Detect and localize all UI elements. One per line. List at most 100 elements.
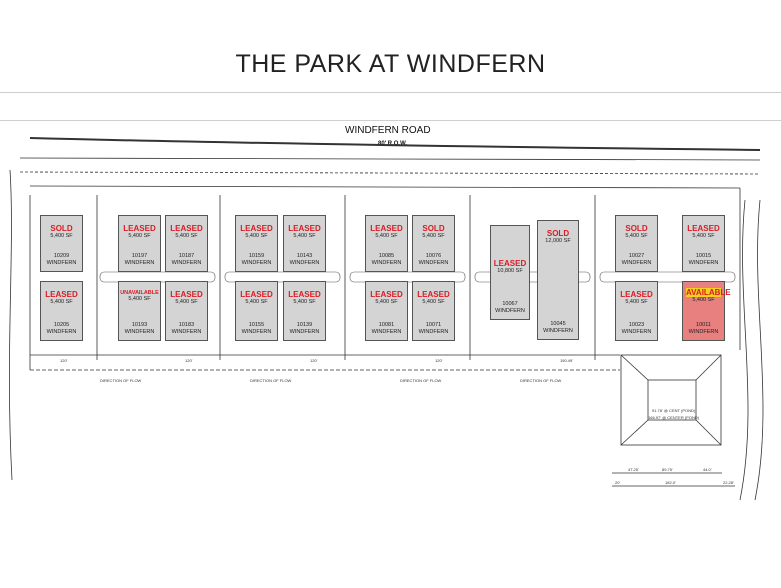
building-size: 5,400 SF: [293, 299, 316, 305]
dim-label: 120': [310, 358, 318, 363]
page-title: THE PARK AT WINDFERN: [235, 50, 546, 78]
building-size: 5,400 SF: [50, 233, 73, 239]
building-status: LEASED: [370, 290, 403, 299]
building-status: LEASED: [45, 290, 78, 299]
dim-label: 20': [615, 480, 621, 485]
building-status: AVAILABLE: [686, 288, 731, 297]
building-status: LEASED: [687, 224, 720, 233]
building-status: LEASED: [620, 290, 653, 299]
dim-label: 120': [185, 358, 193, 363]
building-status: LEASED: [170, 224, 203, 233]
building-status: LEASED: [370, 224, 403, 233]
dim-label: 120': [60, 358, 68, 363]
building-size: 5,400 SF: [293, 233, 316, 239]
flow-label: DIRECTION OF FLOW: [520, 378, 562, 383]
building-size: 5,400 SF: [375, 299, 398, 305]
divider: [0, 92, 781, 93]
building-status: SOLD: [422, 224, 445, 233]
building-status: LEASED: [288, 290, 321, 299]
building-size: 5,400 SF: [625, 299, 648, 305]
building-size: 5,400 SF: [245, 299, 268, 305]
flow-label: DIRECTION OF FLOW: [100, 378, 142, 383]
building-status: SOLD: [625, 224, 648, 233]
pond-label: 91.78' @ CENT (POND): [652, 408, 696, 413]
building-size: 5,400 SF: [422, 299, 445, 305]
dim-label: 120': [435, 358, 443, 363]
building-size: 5,400 SF: [245, 233, 268, 239]
building-status: LEASED: [288, 224, 321, 233]
building-size: 5,400 SF: [625, 233, 648, 239]
flow-label: DIRECTION OF FLOW: [250, 378, 292, 383]
flow-label: DIRECTION OF FLOW: [400, 378, 442, 383]
building-status: LEASED: [417, 290, 450, 299]
dim-label: 150.49': [560, 358, 573, 363]
building-status: SOLD: [50, 224, 73, 233]
building-size: 5,400 SF: [175, 299, 198, 305]
building-size: 5,400 SF: [375, 233, 398, 239]
building-status: LEASED: [240, 224, 273, 233]
building-size: 5,400 SF: [422, 233, 445, 239]
road-row: 80' R.O.W.: [378, 141, 408, 147]
building-size: 10,800 SF: [497, 268, 523, 274]
divider: [0, 120, 781, 121]
dim-label: 89.75': [662, 467, 673, 472]
pond-label: 166.97' @ CENTER (POND): [648, 415, 700, 420]
building-size: 5,400 SF: [692, 297, 715, 303]
building-size: 5,400 SF: [128, 233, 151, 239]
dim-label: 22.28': [723, 480, 734, 485]
dim-label: 44.0': [703, 467, 712, 472]
building-status: LEASED: [170, 290, 203, 299]
building-status: SOLD: [546, 229, 570, 238]
building-status: LEASED: [123, 224, 156, 233]
building-status: LEASED: [493, 259, 527, 268]
dim-label: 182.0': [665, 480, 676, 485]
building-size: 12,000 SF: [545, 238, 571, 244]
building-size: 5,400 SF: [128, 296, 151, 302]
road-name: WINDFERN ROAD: [345, 125, 431, 136]
dim-label: 47.25': [628, 467, 639, 472]
building-status: UNAVAILABLE: [120, 290, 159, 296]
building-size: 5,400 SF: [175, 233, 198, 239]
building-size: 5,400 SF: [50, 299, 73, 305]
building-size: 5,400 SF: [692, 233, 715, 239]
building-status: LEASED: [240, 290, 273, 299]
